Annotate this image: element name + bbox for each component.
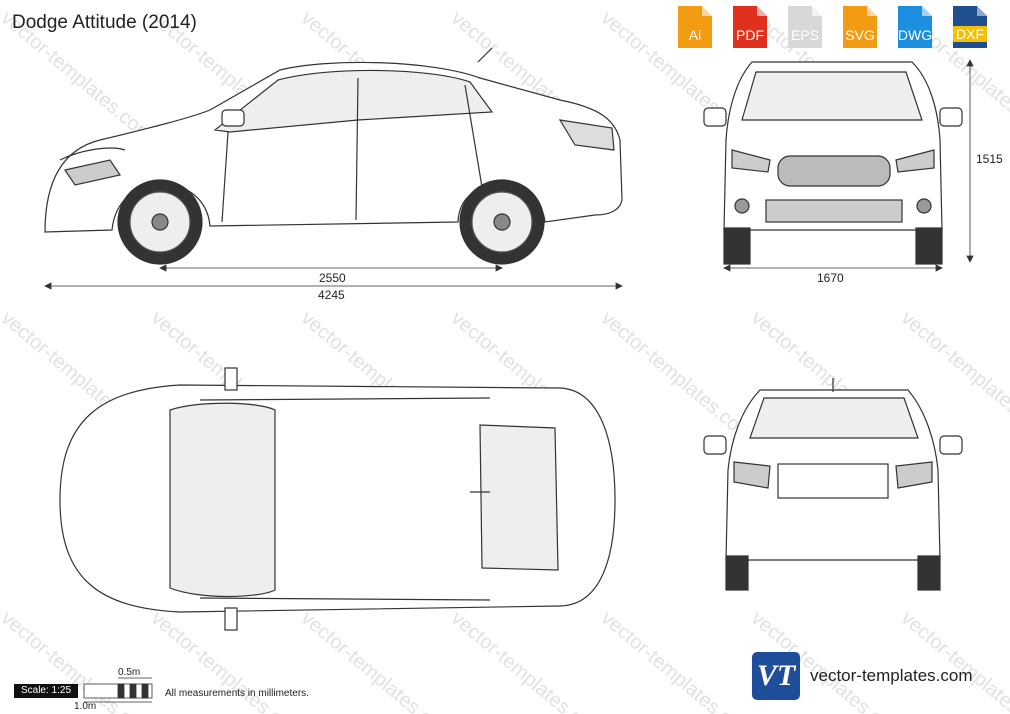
- ai-format-button[interactable]: Ai: [672, 4, 718, 50]
- one-meter-label: 1.0m: [74, 701, 97, 712]
- brand-footer[interactable]: VT vector-templates.com: [752, 652, 973, 700]
- pdf-format-label: PDF: [736, 27, 764, 43]
- ai-format-label: Ai: [688, 27, 702, 43]
- pdf-format-button[interactable]: PDF: [727, 4, 773, 50]
- svg-format-label: SVG: [845, 27, 875, 43]
- dwg-format-label: DWG: [897, 27, 933, 43]
- dwg-file-icon: [898, 6, 932, 48]
- height-dimension: 1515: [976, 152, 1003, 166]
- width-dimension: 1670: [817, 271, 844, 285]
- top-view: [59, 367, 616, 631]
- svg-file-icon: [843, 6, 877, 48]
- dxf-format-label: DXF: [953, 26, 987, 42]
- svg-format-button[interactable]: SVG: [837, 4, 883, 50]
- half-meter-label: 0.5m: [118, 667, 141, 678]
- page-title: Dodge Attitude (2014): [12, 12, 197, 33]
- eps-format-label: EPS: [790, 27, 819, 43]
- side-view: [44, 47, 623, 265]
- front-view: [703, 61, 963, 265]
- ai-file-icon: [678, 6, 712, 48]
- eps-format-button[interactable]: EPS: [782, 4, 828, 50]
- dxf-format-button[interactable]: DXF: [947, 4, 993, 50]
- scale-bar: [83, 677, 153, 703]
- vt-logo-icon: VT: [752, 652, 800, 700]
- format-download-bar: Ai PDF EPS SVG DWG DXF: [672, 4, 993, 50]
- dimension-lines: [44, 59, 974, 290]
- length-dimension: 4245: [318, 288, 345, 302]
- eps-file-icon: [788, 6, 822, 48]
- scale-label: Scale: 1:25: [14, 684, 78, 698]
- dwg-format-button[interactable]: DWG: [892, 4, 938, 50]
- pdf-file-icon: [733, 6, 767, 48]
- brand-site-link[interactable]: vector-templates.com: [810, 666, 973, 685]
- rear-view: [703, 378, 963, 591]
- wheelbase-dimension: 2550: [319, 271, 346, 285]
- measurement-note: All measurements in millimeters.: [165, 688, 309, 699]
